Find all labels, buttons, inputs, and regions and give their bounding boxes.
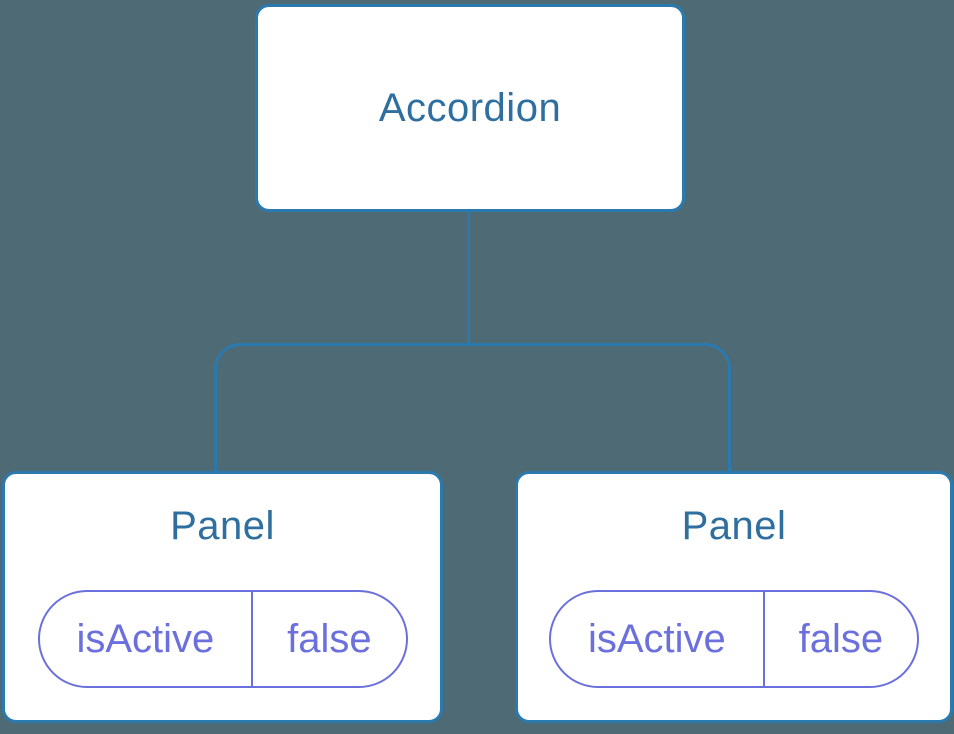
accordion-node: Accordion xyxy=(255,4,685,212)
panel-node-label: Panel xyxy=(170,504,275,548)
state-prop-name: isActive xyxy=(587,616,726,661)
connector-stem xyxy=(467,211,470,343)
state-pill: isActive false xyxy=(549,590,919,688)
state-prop-value: false xyxy=(762,592,917,686)
state-prop-value: false xyxy=(251,592,405,686)
panel-node-label: Panel xyxy=(681,504,787,548)
panel-node-left: Panel isActive false xyxy=(2,471,443,723)
state-prop-name: isActive xyxy=(76,616,215,661)
state-pill: isActive false xyxy=(37,590,408,688)
accordion-node-label: Accordion xyxy=(378,85,562,130)
panel-node-right: Panel isActive false xyxy=(515,471,953,723)
connector-bracket xyxy=(214,343,731,472)
